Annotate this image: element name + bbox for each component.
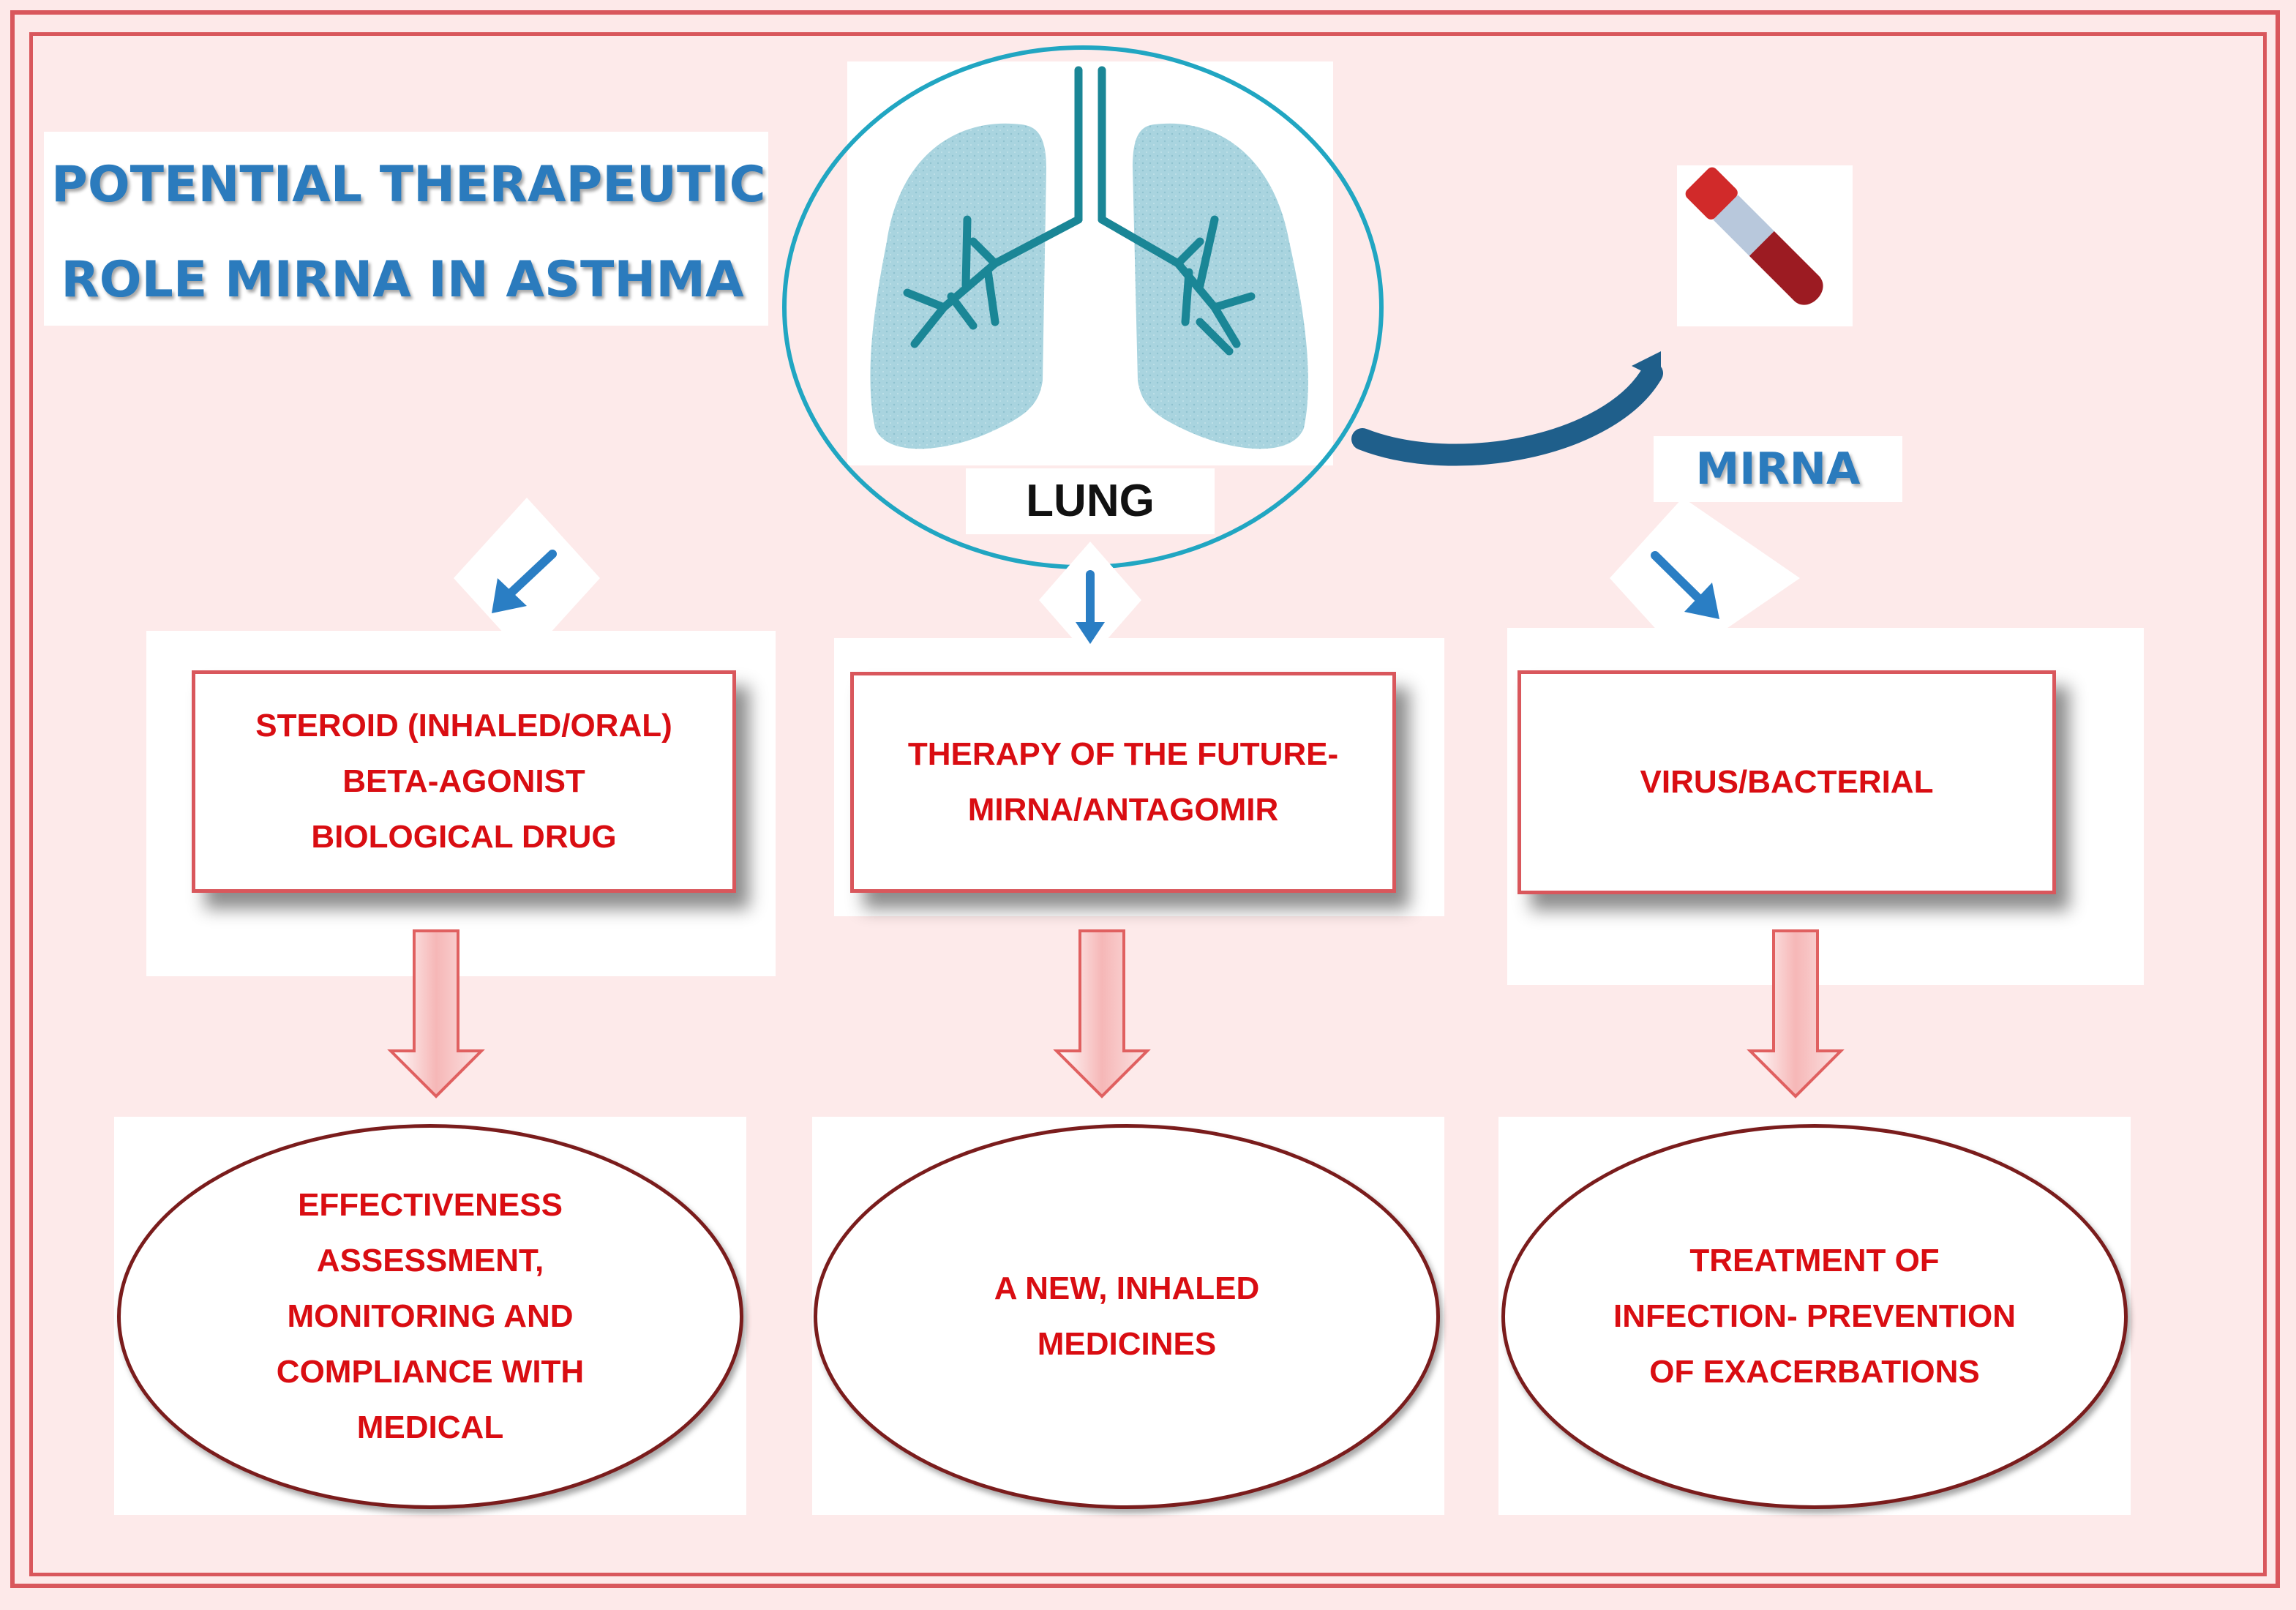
box-line: BIOLOGICAL DRUG xyxy=(311,819,617,855)
lungs-icon xyxy=(870,66,1309,449)
future-therapy-box: THERAPY OF THE FUTURE- MIRNA/ANTAGOMIR xyxy=(850,672,1396,893)
infection-box: VIRUS/BACTERIAL xyxy=(1517,670,2056,894)
box-line: THERAPY OF THE FUTURE- xyxy=(907,736,1339,772)
arrow-left xyxy=(500,550,557,603)
pink-arrow-right xyxy=(1747,929,1845,1098)
curved-arrow-head xyxy=(1632,351,1661,381)
box-line: BETA-AGONIST xyxy=(342,763,585,799)
outcome-ellipse-left: EFFECTIVENESS ASSESSMENT, MONITORING AND… xyxy=(117,1124,743,1509)
ellipse-line: INFECTION- PREVENTION xyxy=(1613,1298,2016,1334)
box-line: MIRNA/ANTAGOMIR xyxy=(967,792,1279,828)
lung-label: LUNG xyxy=(966,468,1215,534)
ellipse-line: MEDICAL xyxy=(356,1409,504,1445)
right-lung xyxy=(1133,123,1309,449)
ellipse-line: COMPLIANCE WITH xyxy=(276,1354,585,1390)
ellipse-line: A NEW, INHALED xyxy=(994,1270,1260,1306)
ellipse-line: MONITORING AND xyxy=(287,1298,574,1334)
curved-arrow xyxy=(1351,362,1663,466)
ellipse-line: TREATMENT OF xyxy=(1689,1243,1940,1278)
title-line-2: ROLE MIRNA IN ASTHMA xyxy=(61,251,744,309)
blood-tube-icon xyxy=(1685,167,1823,305)
outcome-ellipse-middle: A NEW, INHALED MEDICINES xyxy=(814,1124,1440,1509)
box-line: STEROID (INHALED/ORAL) xyxy=(255,708,672,744)
outcome-ellipse-right: TREATMENT OF INFECTION- PREVENTION OF EX… xyxy=(1501,1124,2128,1509)
mirna-label: MIRNA xyxy=(1654,436,1902,502)
arrow-right xyxy=(1651,551,1709,609)
ellipse-line: ASSESSMENT, xyxy=(316,1243,544,1278)
left-lung xyxy=(870,123,1046,449)
outer-frame xyxy=(10,10,2280,1588)
pink-arrow-left xyxy=(387,929,485,1098)
title-background xyxy=(44,132,768,326)
box-line: VIRUS/BACTERIAL xyxy=(1640,764,1934,800)
ellipse-line: OF EXACERBATIONS xyxy=(1649,1354,1980,1390)
diagram-title: POTENTIAL THERAPEUTIC ROLE MIRNA IN ASTH… xyxy=(51,138,766,328)
ellipse-line: EFFECTIVENESS xyxy=(298,1187,563,1223)
title-line-1: POTENTIAL THERAPEUTIC xyxy=(51,156,766,214)
pink-arrow-middle xyxy=(1053,929,1151,1098)
ellipse-line: MEDICINES xyxy=(1037,1326,1217,1362)
treatment-box: STEROID (INHALED/ORAL) BETA-AGONIST BIOL… xyxy=(192,670,736,893)
